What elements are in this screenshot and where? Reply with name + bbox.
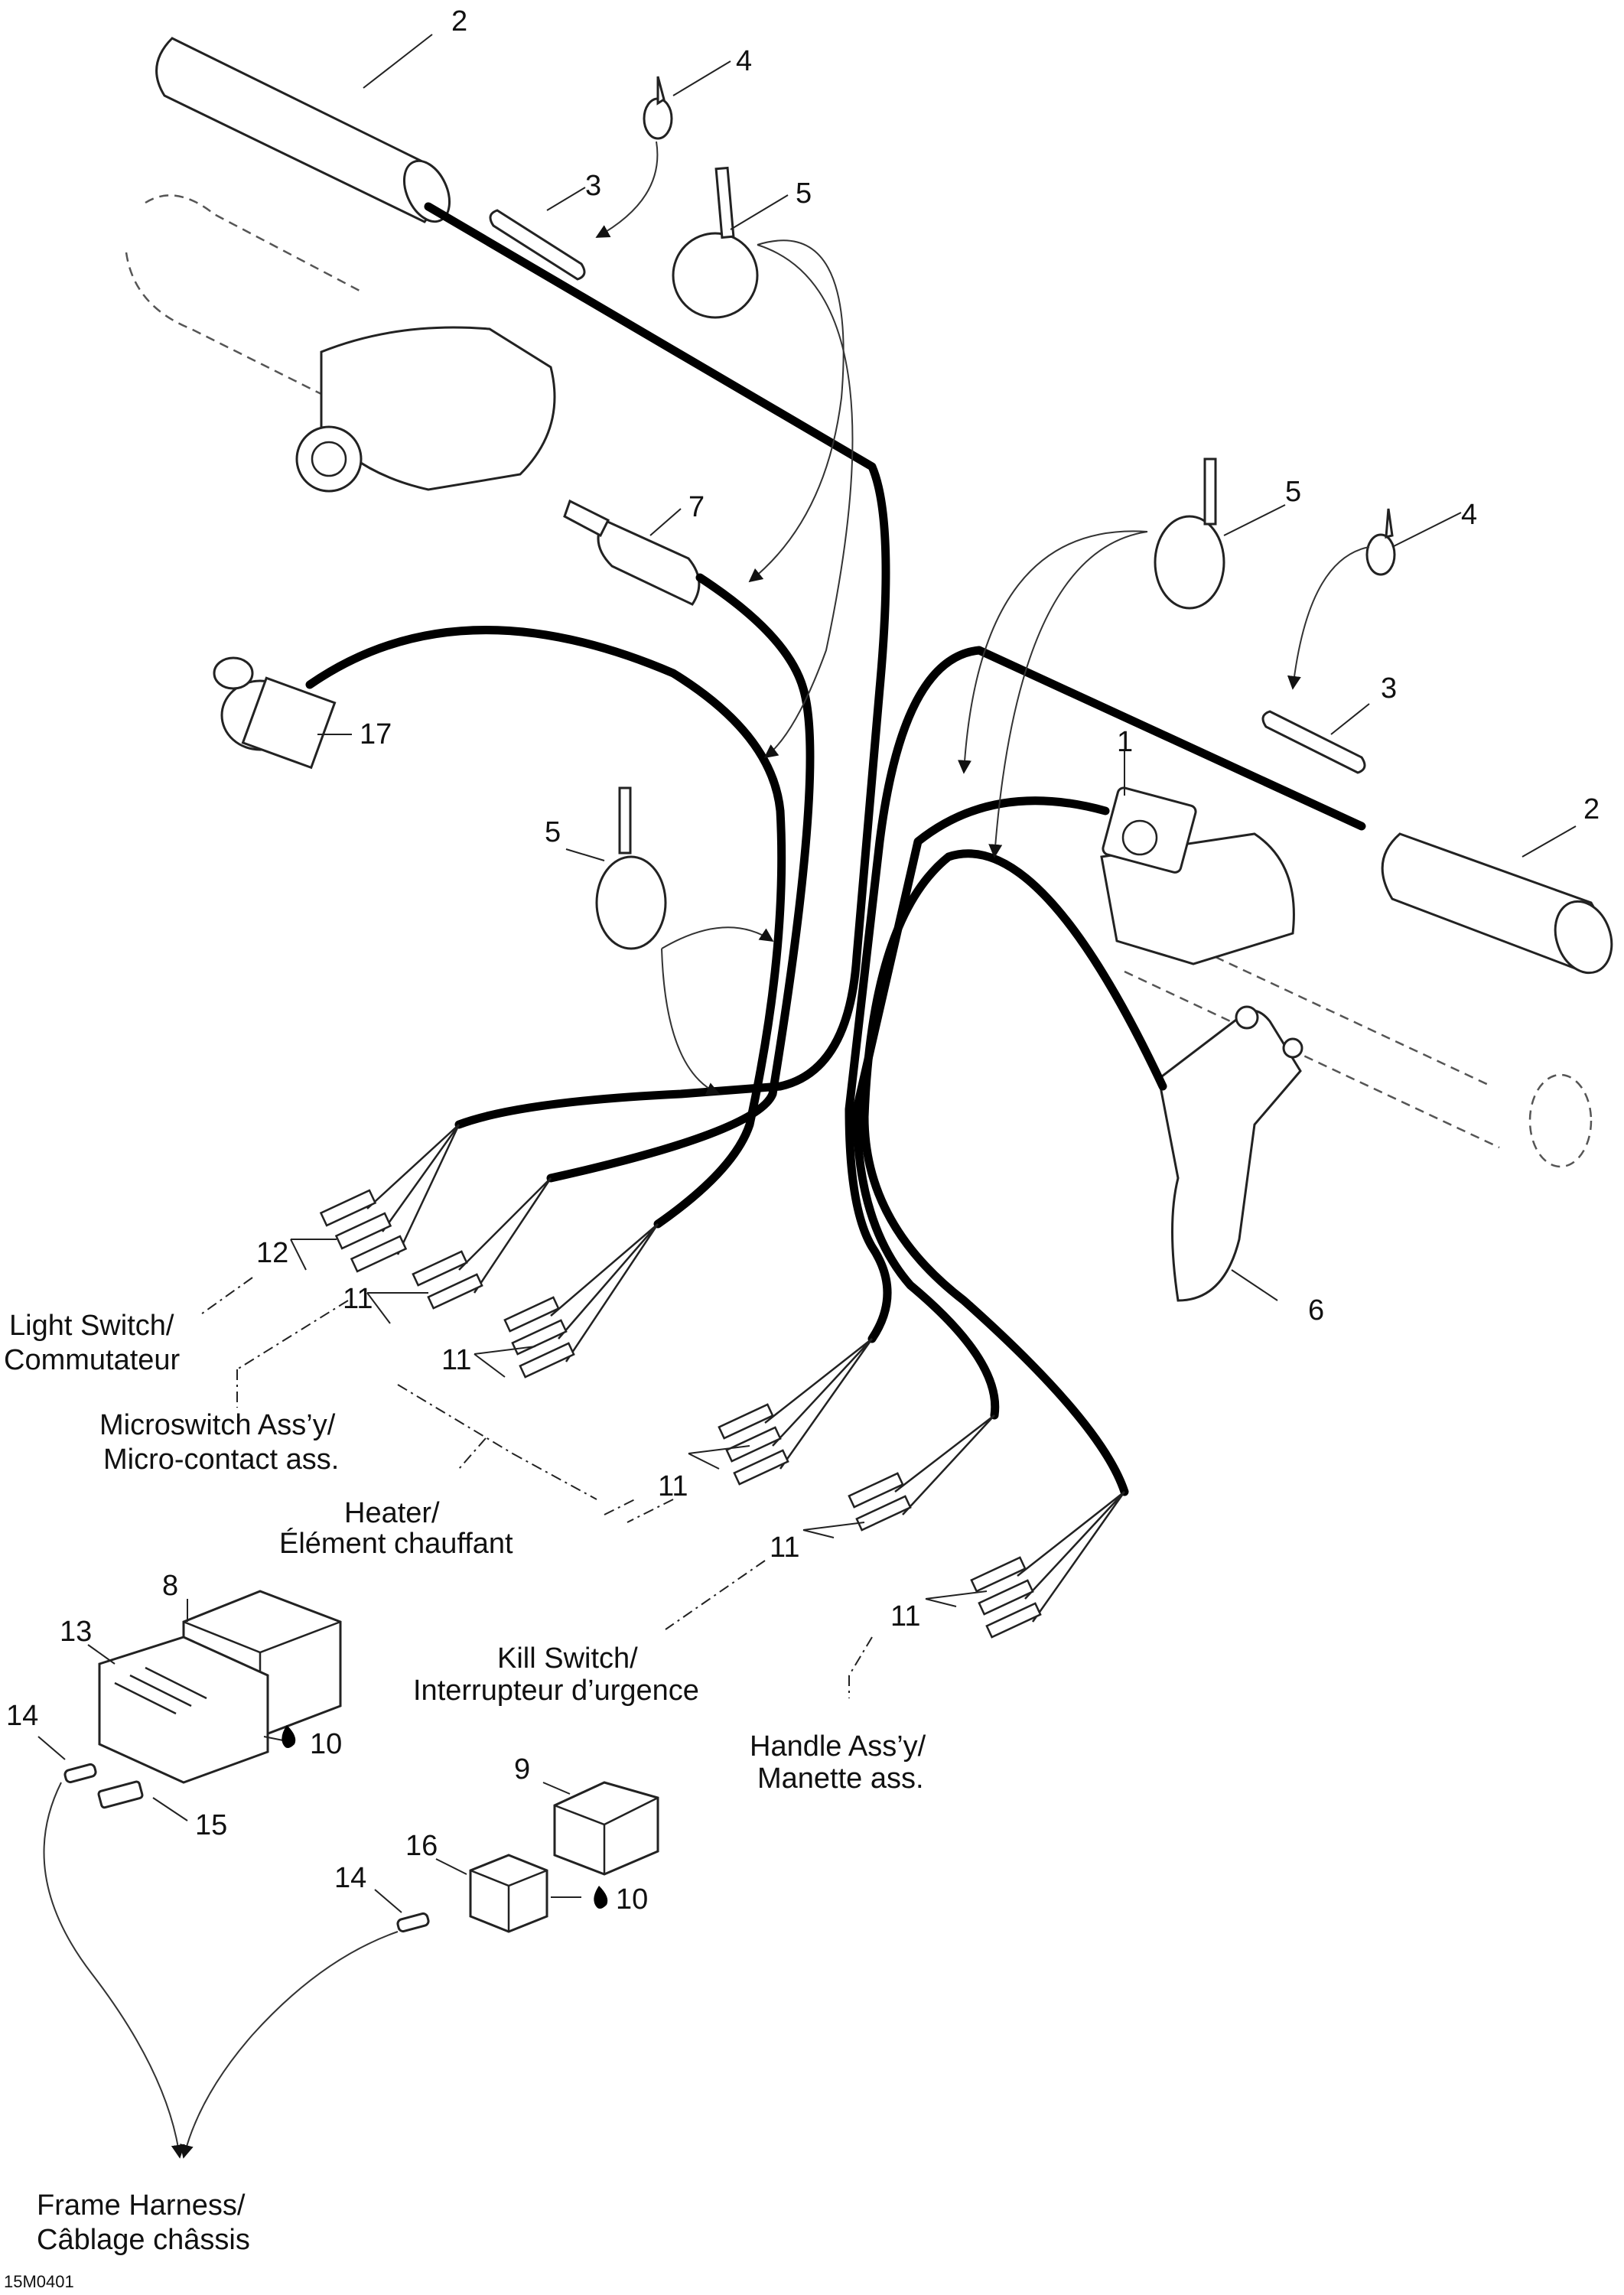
tie-wrap-5-mid: [595, 786, 667, 950]
callout-15: 15: [195, 1809, 227, 1841]
callout-5-mid: 5: [545, 816, 561, 848]
callout-12: 12: [256, 1237, 288, 1269]
harness-cables: [305, 202, 1366, 1496]
caption-kill-switch-fr: Interrupteur d’urgence: [413, 1675, 699, 1707]
light-switch-17: [213, 656, 337, 770]
terminal-pins: [319, 1189, 1042, 1639]
callout-9: 9: [514, 1753, 530, 1786]
drop-icon: [594, 1886, 608, 1909]
throttle-lever-6: [1157, 1005, 1303, 1302]
tie-wrap-4-top: [643, 76, 673, 140]
callout-16: 16: [405, 1830, 438, 1862]
pin-14-b: [396, 1912, 430, 1933]
caption-handle-fr: Manette ass.: [757, 1763, 924, 1795]
callout-3-top: 3: [585, 170, 601, 202]
caption-frame-harness-fr: Câblage châssis: [37, 2224, 250, 2256]
right-grip-part: [1100, 832, 1613, 1168]
callout-13: 13: [60, 1616, 92, 1648]
caption-handle-en: Handle Ass’y/: [750, 1730, 926, 1763]
diagram-code: 15M0401: [4, 2272, 74, 2291]
callout-17: 17: [360, 718, 392, 750]
sealant-icons: [282, 1725, 608, 1909]
heater-connector-7: [563, 499, 701, 606]
caption-heater-en: Heater/: [344, 1497, 440, 1529]
callout-5-top: 5: [796, 177, 812, 210]
sleeve-3-top: [489, 209, 586, 281]
callout-11-a: 11: [343, 1283, 373, 1315]
caption-microswitch-en: Microswitch Ass’y/: [99, 1409, 336, 1441]
callout-14-b: 14: [334, 1862, 366, 1894]
switch-1-part: [1102, 786, 1197, 874]
connector-9: [553, 1781, 659, 1876]
leader-lines: [37, 34, 1577, 1913]
callout-3-right: 3: [1381, 672, 1397, 705]
callout-5-right: 5: [1285, 476, 1301, 508]
caption-kill-switch-en: Kill Switch/: [497, 1642, 638, 1675]
caption-microswitch-fr: Micro-contact ass.: [103, 1444, 339, 1476]
callout-10-a: 10: [310, 1728, 342, 1760]
callout-11-c: 11: [658, 1470, 688, 1502]
tie-wrap-4-right: [1365, 508, 1396, 576]
callout-4-top: 4: [736, 45, 752, 77]
callout-1: 1: [1117, 726, 1133, 758]
caption-light-switch-fr: Commutateur: [4, 1344, 181, 1376]
left-housing-ghost: [125, 194, 556, 493]
callout-7: 7: [688, 491, 705, 523]
reference-lines: [198, 1277, 873, 1698]
callout-11-e: 11: [890, 1600, 920, 1633]
callout-4-right: 4: [1461, 499, 1477, 531]
tie-wrap-5-right: [1154, 457, 1225, 610]
tie-wrap-5-top: [672, 166, 759, 319]
drop-icon: [282, 1725, 296, 1748]
callout-14-a: 14: [6, 1700, 38, 1732]
callout-8: 8: [162, 1570, 178, 1602]
connector-16: [469, 1854, 548, 1933]
assembly-arrows: [43, 141, 1370, 2159]
callout-6: 6: [1308, 1294, 1324, 1327]
sleeve-3-right: [1261, 710, 1366, 774]
terminal-leads: [366, 1124, 1126, 1623]
callout-2-right: 2: [1583, 793, 1600, 825]
pin-15: [97, 1780, 144, 1809]
pin-14-a: [63, 1763, 97, 1784]
caption-light-switch-en: Light Switch/: [9, 1310, 174, 1342]
callout-11-d: 11: [770, 1532, 799, 1564]
caption-heater-fr: Élément chauffant: [279, 1527, 513, 1560]
left-grip-part: [155, 37, 451, 223]
callout-11-b: 11: [441, 1344, 471, 1376]
connector-13: [98, 1636, 269, 1784]
callout-10-b: 10: [616, 1883, 648, 1916]
callout-2-top: 2: [451, 5, 467, 37]
caption-frame-harness-en: Frame Harness/: [37, 2189, 246, 2222]
